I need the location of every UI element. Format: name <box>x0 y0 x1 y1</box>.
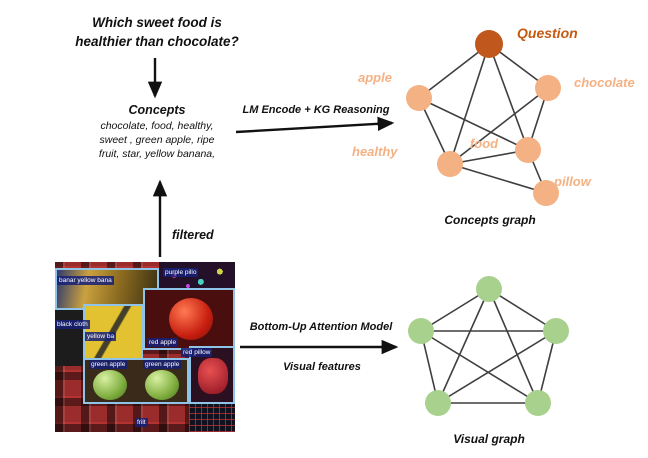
visual-features-label: Visual features <box>283 361 361 373</box>
filtered-label: filtered <box>172 228 214 242</box>
visual-graph-caption: Visual graph <box>453 432 525 446</box>
detection-label: green apple <box>89 360 128 370</box>
detection-label: frilt <box>135 418 148 428</box>
input-image-collage: banar yellow bana purple pillo black clo… <box>55 262 235 432</box>
concepts-list-line: fruit, star, yellow banana, <box>98 148 216 161</box>
concept-node-mid <box>515 137 541 163</box>
concepts-graph-caption: Concepts graph <box>444 213 535 227</box>
visual-node <box>476 276 502 302</box>
detection-label: green apple <box>143 360 182 370</box>
question-line-2: healthier than chocolate? <box>75 33 239 49</box>
food-label: food <box>470 136 499 151</box>
visual-nodes <box>408 276 569 416</box>
detection-label: red pillow <box>181 348 213 358</box>
question-node <box>475 30 503 58</box>
concepts-title: Concepts <box>128 103 186 117</box>
detection-label: banar yellow bana <box>57 276 114 286</box>
visual-node <box>543 318 569 344</box>
concepts-list: chocolate, food, healthy, sweet , green … <box>72 119 242 162</box>
pillow-label: pillow <box>553 174 592 189</box>
green-apple-image <box>145 370 179 400</box>
visual-node <box>525 390 551 416</box>
detection-label: yellow ba <box>85 332 117 342</box>
green-apple-image <box>93 370 127 400</box>
concept-node-pillow <box>533 180 559 206</box>
concept-node-apple <box>406 85 432 111</box>
concepts-graph: Question apple chocolate healthy food pi… <box>352 25 635 227</box>
grid-pattern-region <box>189 404 235 432</box>
detection-label: black cloth <box>55 320 90 330</box>
concept-node-chocolate <box>535 75 561 101</box>
healthy-label: healthy <box>352 144 398 159</box>
red-pillow-image <box>198 358 228 394</box>
concepts-graph-edges <box>418 43 549 194</box>
red-apple-image <box>169 298 213 340</box>
question-node-label: Question <box>517 25 578 41</box>
concept-node-food <box>437 151 463 177</box>
lm-encode-kg-reasoning-label: LM Encode + KG Reasoning <box>242 104 390 116</box>
chocolate-label: chocolate <box>574 75 635 90</box>
visual-node <box>425 390 451 416</box>
bottom-up-attention-model-label: Bottom-Up Attention Model <box>249 321 393 333</box>
question-line-1: Which sweet food is <box>92 15 222 30</box>
detection-label: red apple <box>147 338 179 348</box>
concepts-list-line: chocolate, food, healthy, <box>100 120 214 132</box>
concepts-list-line: sweet , green apple, ripe <box>99 134 215 147</box>
banana-detection-box <box>55 268 159 310</box>
concept-nodes <box>406 75 561 206</box>
question-text: Which sweet food is healthier than choco… <box>57 14 257 52</box>
black-cloth-region <box>55 310 83 366</box>
visual-graph-edges <box>420 288 557 404</box>
apple-label: apple <box>358 70 392 85</box>
visual-node <box>408 318 434 344</box>
visual-graph: Visual graph <box>408 276 569 446</box>
detection-label: purple pillo <box>163 268 199 278</box>
